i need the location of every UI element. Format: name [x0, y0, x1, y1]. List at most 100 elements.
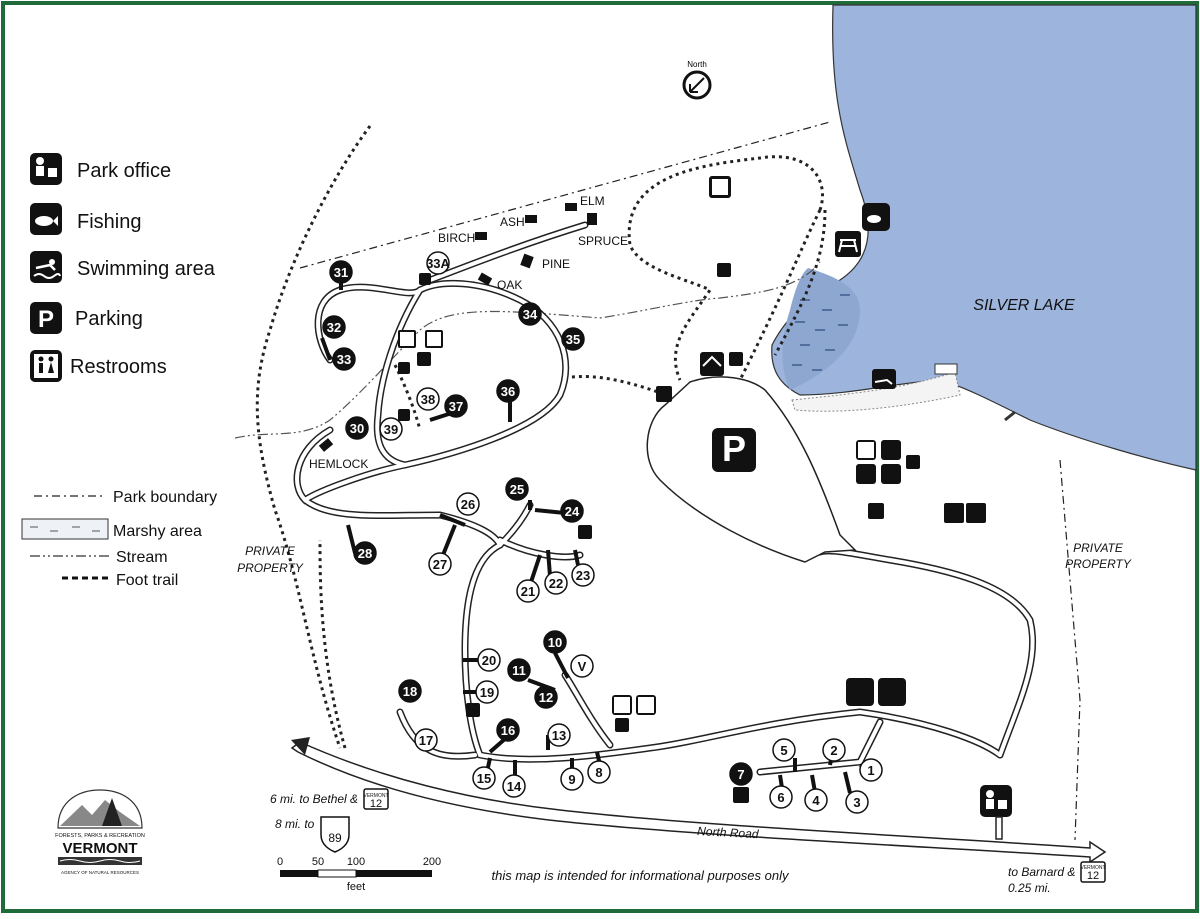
- campsite-11: 11: [507, 658, 531, 682]
- campsite-marker: [560, 499, 584, 523]
- water-icon: [733, 787, 749, 803]
- campsite-number: 26: [461, 497, 475, 512]
- marsh-marks: [792, 294, 850, 371]
- campsite-number: 9: [568, 772, 575, 787]
- campsite-marker: [822, 738, 846, 762]
- lean-to-ash: ASH: [500, 215, 525, 229]
- campsite-marker: [329, 260, 353, 284]
- campsite-number: 27: [433, 557, 447, 572]
- parking-letter: P: [722, 428, 746, 469]
- campsite-31: 31: [329, 260, 353, 284]
- campsite-number: 2: [830, 743, 837, 758]
- playground-icon: [966, 503, 986, 523]
- campsite-number: 20: [482, 653, 496, 668]
- svg-text:VERMONT: VERMONT: [1081, 865, 1106, 871]
- svg-text:FORESTS, PARKS & RECREATION: FORESTS, PARKS & RECREATION: [55, 833, 145, 839]
- campsite-number: 6: [777, 790, 784, 805]
- campsite-number: 37: [449, 399, 463, 414]
- route-12-shield: [363, 788, 389, 810]
- campsite-number: 14: [507, 779, 522, 794]
- campsite-26: 26: [456, 492, 480, 516]
- legend-item-parking: P Parking: [30, 302, 143, 334]
- campsite-1: 1: [859, 758, 883, 782]
- campsite-number: 33: [337, 352, 351, 367]
- recycling-icon: [846, 678, 874, 706]
- office-drive: [995, 816, 1003, 840]
- campsite-marker: [428, 552, 452, 576]
- trash-icon: [881, 440, 901, 460]
- campsite-marker: [456, 492, 480, 516]
- parking-icon: [30, 302, 62, 334]
- dump-station-icon: [878, 678, 906, 706]
- campsite-number: 34: [523, 307, 538, 322]
- bethel-line1: 6 mi. to Bethel &: [270, 792, 358, 806]
- silver-lake: [771, 4, 1197, 471]
- campsite-number: 33A: [426, 256, 450, 271]
- park-office-icon: [30, 153, 62, 185]
- amenities: [398, 176, 1012, 840]
- private-property-west: PRIVATE PROPERTY: [237, 544, 304, 575]
- campsite-39: 39: [379, 417, 403, 441]
- beach: [791, 371, 961, 412]
- campsite-25: 25: [505, 477, 529, 501]
- campsite-13: 13: [547, 723, 571, 747]
- lean-to-birch: BIRCH: [438, 231, 475, 245]
- scale-tick-200: 200: [423, 856, 441, 868]
- dock: [934, 363, 958, 375]
- water-icon: [398, 362, 410, 374]
- campsite-30: 30: [345, 416, 369, 440]
- barnard-directions: to Barnard & 0.25 mi. VERMONT 12: [1008, 861, 1106, 895]
- campsite-number: 35: [566, 332, 580, 347]
- legend-item-fishing: Fishing: [30, 203, 141, 235]
- scale-tick-100: 100: [347, 856, 365, 868]
- svg-text:AGENCY OF NATURAL RESOURCES: AGENCY OF NATURAL RESOURCES: [61, 870, 139, 875]
- campsite-marker: [496, 718, 520, 742]
- legend-item-restrooms: Restrooms: [30, 350, 167, 382]
- road-arrow-west: [291, 737, 310, 755]
- campsite-marker: [516, 579, 540, 603]
- campsite-marker: [353, 541, 377, 565]
- svg-text:89: 89: [328, 831, 342, 845]
- bethel-directions: 6 mi. to Bethel & VERMONT 12 8 mi. to 89: [270, 788, 389, 853]
- scale-tick-0: 0: [277, 856, 283, 868]
- accessible-icon: [656, 386, 672, 402]
- boat-launch: [1004, 410, 1016, 422]
- campsite-16: 16: [496, 718, 520, 742]
- campsite-marker: [477, 648, 501, 672]
- svg-text:12: 12: [1087, 870, 1099, 882]
- campsite-number: 19: [480, 685, 494, 700]
- campsite-marker: [332, 347, 356, 371]
- scale-unit: feet: [347, 881, 365, 893]
- water-icon: [466, 703, 480, 717]
- route-12-shield-east: [1080, 861, 1106, 883]
- campsite-number: 13: [552, 728, 566, 743]
- compass: North: [682, 60, 712, 100]
- campsite-7: 7: [729, 762, 753, 786]
- campsite-number: 18: [403, 684, 417, 699]
- svg-text:Stream: Stream: [116, 549, 168, 566]
- accessible-icon: [881, 464, 901, 484]
- park-boundary: [299, 121, 1081, 841]
- north-road-label: North Road: [697, 824, 759, 841]
- campsite-8: 8: [587, 760, 611, 784]
- water-icon: [906, 455, 920, 469]
- lean-to-oak: OAK: [497, 278, 522, 292]
- campsite-number: 11: [512, 663, 526, 678]
- svg-text:PRIVATE: PRIVATE: [245, 544, 296, 558]
- campsite-marker: [475, 680, 499, 704]
- campsite-marker: [472, 766, 496, 790]
- campsite-14: 14: [502, 774, 526, 798]
- campsite-number: 7: [737, 767, 744, 782]
- parking-sign: [712, 428, 756, 472]
- campsite-34: 34: [518, 302, 542, 326]
- campsite-4: 4: [804, 788, 828, 812]
- campsite-5: 5: [772, 738, 796, 762]
- campsite-number: 31: [334, 265, 348, 280]
- campsite-22: 22: [544, 571, 568, 595]
- campsite-marker: [416, 387, 440, 411]
- campsite-marker: [845, 790, 869, 814]
- campsite-number: 8: [595, 765, 602, 780]
